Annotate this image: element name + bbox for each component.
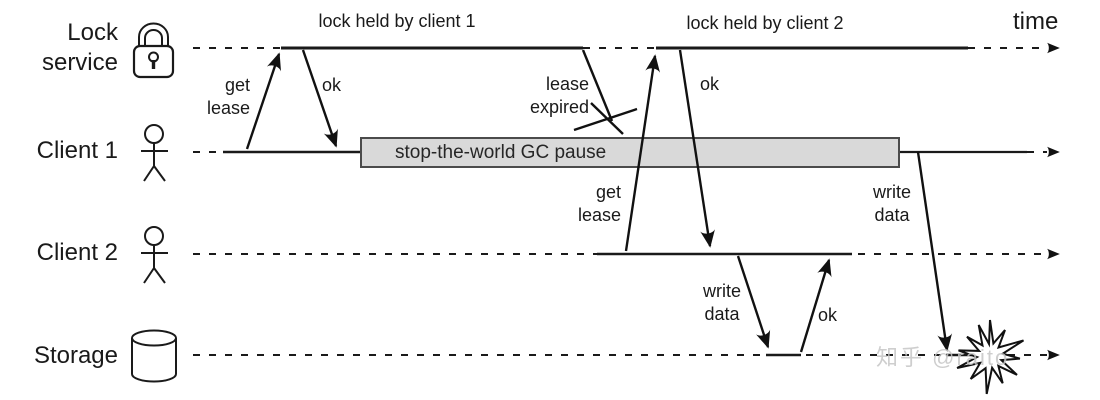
label-lock-held-client2: lock held by client 2 (686, 13, 844, 33)
lane-label-client2: Client 2 (36, 239, 118, 266)
person-icon-client2 (141, 226, 168, 284)
arrow-get-lease-client2 (624, 54, 661, 252)
gc-pause-box (360, 137, 900, 168)
person-icon-client1 (141, 124, 168, 182)
label-get-lease-client1: get lease (206, 75, 250, 118)
lease-expired-cross-stroke1 (573, 107, 638, 132)
arrow-ok-client2 (678, 49, 715, 248)
gc-pause-label: stop-the-world GC pause (395, 141, 607, 163)
arrow-write-data-client1 (916, 151, 953, 352)
database-cylinder-icon (131, 329, 177, 383)
lease-expired-cross-stroke2 (590, 102, 624, 135)
label-ok-storage: ok (818, 305, 838, 325)
time-axis-label: time (1013, 8, 1059, 35)
explosion-icon (956, 319, 1025, 395)
label-ok-client1: ok (322, 75, 342, 95)
label-ok-client2: ok (700, 74, 720, 94)
padlock-icon (132, 22, 175, 79)
label-lease-expired: lease expired (529, 74, 589, 117)
arrow-write-data-client2 (736, 255, 771, 349)
watermark: 知乎 @raito (876, 345, 1010, 370)
arrow-ok-storage (799, 258, 832, 353)
arrow-get-lease-client1 (245, 52, 281, 150)
arrow-lease-expired (581, 49, 614, 122)
label-get-lease-client2: get lease (577, 182, 621, 225)
label-write-data-client2: write data (702, 281, 741, 324)
label-lock-held-client1: lock held by client 1 (318, 11, 476, 31)
lane-label-storage: Storage (33, 342, 118, 369)
label-write-data-client1: write data (872, 182, 911, 225)
arrow-ok-client1 (301, 49, 338, 148)
lane-label-lock-service: Lock service (41, 19, 118, 76)
lane-label-client1: Client 1 (36, 137, 118, 164)
